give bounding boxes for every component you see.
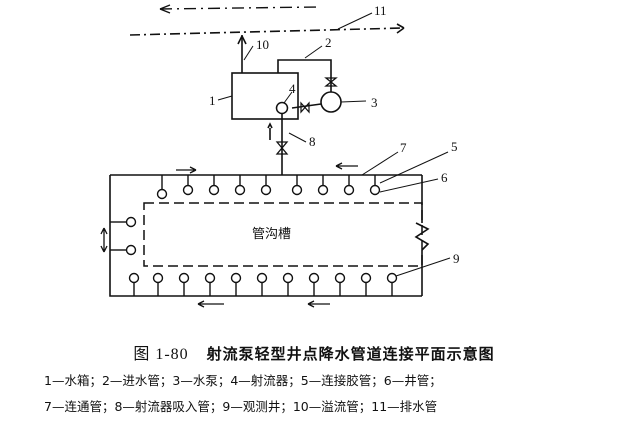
ejector-suction-pipe	[267, 113, 283, 175]
ejector	[275, 101, 289, 115]
pipe-trench	[143, 202, 423, 267]
drainage-flow-arrow-top	[159, 4, 319, 14]
flow-arrows	[100, 162, 358, 308]
water-tank	[231, 72, 299, 120]
pump	[320, 91, 342, 113]
label-8: 8	[309, 134, 316, 149]
label-7: 7	[400, 140, 407, 155]
label-2: 2	[325, 35, 332, 50]
figure-title: 射流泵轻型井点降水管道连接平面示意图	[206, 345, 495, 363]
label-6: 6	[441, 170, 448, 185]
legend-line-2: 7—连通管；8—射流器吸入管；9—观测井；10—溢流管；11—排水管	[44, 399, 438, 414]
label-10: 10	[256, 37, 269, 52]
overflow-pipe	[237, 35, 247, 73]
legend-line-1: 1—水箱；2—进水管；3—水泵；4—射流器；5—连接胶管；6—井管；	[44, 373, 442, 388]
label-5: 5	[451, 139, 458, 154]
label-1: 1	[209, 93, 216, 108]
trench-label: 管沟槽	[252, 227, 291, 242]
inlet-valve-icon	[324, 77, 338, 87]
leader-lines	[217, 12, 451, 277]
label-9: 9	[453, 251, 460, 266]
inlet-pipe	[277, 59, 332, 92]
label-4: 4	[289, 81, 296, 96]
figure-number: 图 1-80	[133, 346, 189, 363]
drainage-pipe	[129, 23, 405, 36]
suction-valve-icon	[275, 141, 289, 155]
dewatering-plan-diagram: 1 2 3 4 5 6 7 8 9 10 11 管沟槽	[100, 3, 460, 308]
discharge-valve-icon	[300, 101, 310, 114]
well-points	[110, 175, 398, 296]
figure-caption: 图 1-80 射流泵轻型井点降水管道连接平面示意图	[0, 340, 628, 364]
label-3: 3	[371, 95, 378, 110]
label-11: 11	[374, 3, 387, 18]
